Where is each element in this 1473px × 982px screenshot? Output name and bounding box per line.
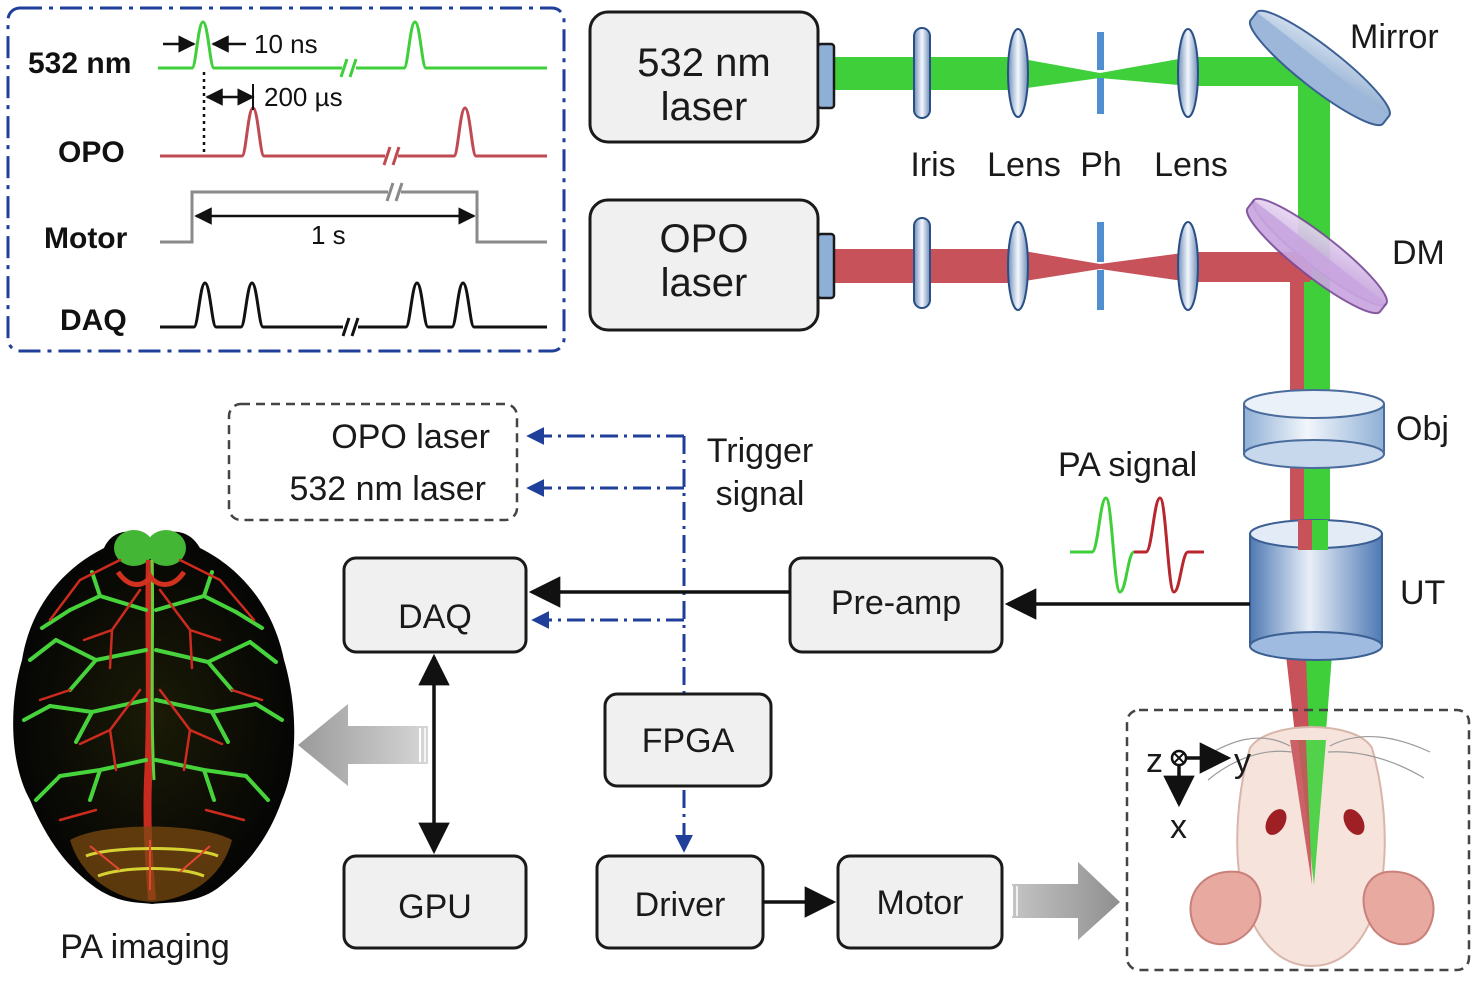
module-fpga: FPGA <box>603 692 773 788</box>
lens-b-top <box>1177 28 1199 118</box>
pa-brain-image <box>13 530 295 904</box>
pinhole-label: Ph <box>1080 146 1122 184</box>
trigger-lines <box>526 427 693 853</box>
module-motor: Motor <box>836 854 1004 950</box>
pulse-width-label: 10 ns <box>254 29 318 59</box>
laser-532-label-1: 532 nm <box>637 41 770 85</box>
laser-opo-label-1: OPO <box>660 217 749 261</box>
preamp-label: Pre-amp <box>831 584 961 622</box>
dm-label: DM <box>1392 234 1445 272</box>
timing-frame <box>6 6 566 353</box>
break-opo <box>382 146 401 166</box>
mirror <box>1248 9 1391 127</box>
gpu-box <box>342 854 528 950</box>
daq-label: DAQ <box>398 598 472 636</box>
mirror-label: Mirror <box>1350 18 1439 56</box>
obj-label: Obj <box>1396 410 1449 448</box>
fpga-label: FPGA <box>642 722 735 760</box>
mouse-stage-frame <box>1125 708 1471 972</box>
iris-label: Iris <box>910 146 955 184</box>
fpga-box <box>603 692 773 788</box>
driver-label: Driver <box>635 886 726 924</box>
gpu-label: GPU <box>398 888 472 926</box>
axis-y-label: y <box>1234 742 1251 780</box>
pinhole-bottom-upper <box>1097 222 1104 262</box>
lens-b-label: Lens <box>1154 146 1228 184</box>
module-gpu: GPU <box>342 854 528 950</box>
trigger-target-opo: OPO laser <box>331 418 490 456</box>
trigger-target-532: 532 nm laser <box>289 470 486 508</box>
ut-label: UT <box>1400 574 1445 612</box>
break-motor <box>385 182 404 202</box>
module-driver: Driver <box>595 854 765 950</box>
break-daq <box>341 317 360 337</box>
break-532 <box>339 58 358 78</box>
optics-train: Iris Lens Ph Lens Mirror DM Obj <box>910 9 1449 661</box>
pinhole-top-lower <box>1097 78 1104 114</box>
period-label: 1 s <box>311 220 346 250</box>
beam-through-ut-green <box>1312 520 1328 550</box>
green-beam-horizontal <box>822 57 1330 90</box>
delay-label: 200 µs <box>264 82 343 112</box>
axis-z-label: z <box>1146 742 1163 780</box>
timing-row-daq: DAQ <box>60 304 127 337</box>
trigger-targets-frame <box>227 402 519 522</box>
dichroic-mirror <box>1245 197 1388 315</box>
timing-row-motor: Motor <box>44 222 128 255</box>
module-preamp: Pre-amp <box>788 556 1004 654</box>
coordinate-axes <box>1163 742 1232 808</box>
module-daq: DAQ <box>342 556 528 654</box>
pinhole-top-upper <box>1097 32 1104 70</box>
lens-b-bottom <box>1177 221 1199 311</box>
trace-532 <box>158 20 547 70</box>
motor-label: Motor <box>877 884 964 922</box>
trigger-label-1: Trigger <box>707 432 813 470</box>
trigger-label-2: signal <box>716 475 805 513</box>
pa-imaging-label: PA imaging <box>60 928 229 966</box>
pa-signal-waveform <box>1070 496 1204 594</box>
mouse-stage: z y x <box>1125 708 1471 972</box>
timing-diagram: 532 nm OPO Motor DAQ 10 ns 200 µs 1 s <box>6 6 566 353</box>
timing-row-opo: OPO <box>58 136 125 169</box>
pa-signal-label: PA signal <box>1058 446 1197 484</box>
axis-x-label: x <box>1170 808 1187 846</box>
motor-to-stage-arrow <box>1011 862 1120 940</box>
pinhole-bottom-lower <box>1097 270 1104 310</box>
trace-daq <box>160 281 547 329</box>
trigger-targets-box: OPO laser 532 nm laser <box>227 402 519 522</box>
timing-row-532: 532 nm <box>28 47 131 80</box>
laser-532-label-2: laser <box>661 85 748 129</box>
mouse-eye-right <box>1343 809 1365 835</box>
objective-lens <box>1243 389 1385 469</box>
signal-arrows <box>418 576 1250 918</box>
mouse-ear-left <box>1189 870 1262 946</box>
laser-opo-aperture <box>816 232 836 300</box>
lens-a-label: Lens <box>987 146 1061 184</box>
iris-bottom <box>913 217 931 309</box>
mouse-eye-left <box>1265 809 1287 835</box>
laser-532: 532 nm laser <box>588 10 836 144</box>
iris-top <box>913 27 931 119</box>
laser-opo-label-2: laser <box>661 261 748 305</box>
daq-box <box>342 556 528 654</box>
gpu-to-image-arrow <box>298 704 428 786</box>
preamp-box <box>788 556 1004 654</box>
lens-a-top <box>1007 28 1029 118</box>
red-beam-horizontal <box>822 249 1312 283</box>
mouse-ear-right <box>1362 870 1435 946</box>
laser-opo: OPO laser <box>588 198 836 332</box>
laser-532-aperture <box>816 42 836 110</box>
beam-over-mouse-red <box>1290 740 1312 885</box>
motor-box <box>836 854 1004 950</box>
trace-motor <box>160 190 547 244</box>
lens-a-bottom <box>1007 221 1029 311</box>
trace-opo <box>160 106 547 158</box>
